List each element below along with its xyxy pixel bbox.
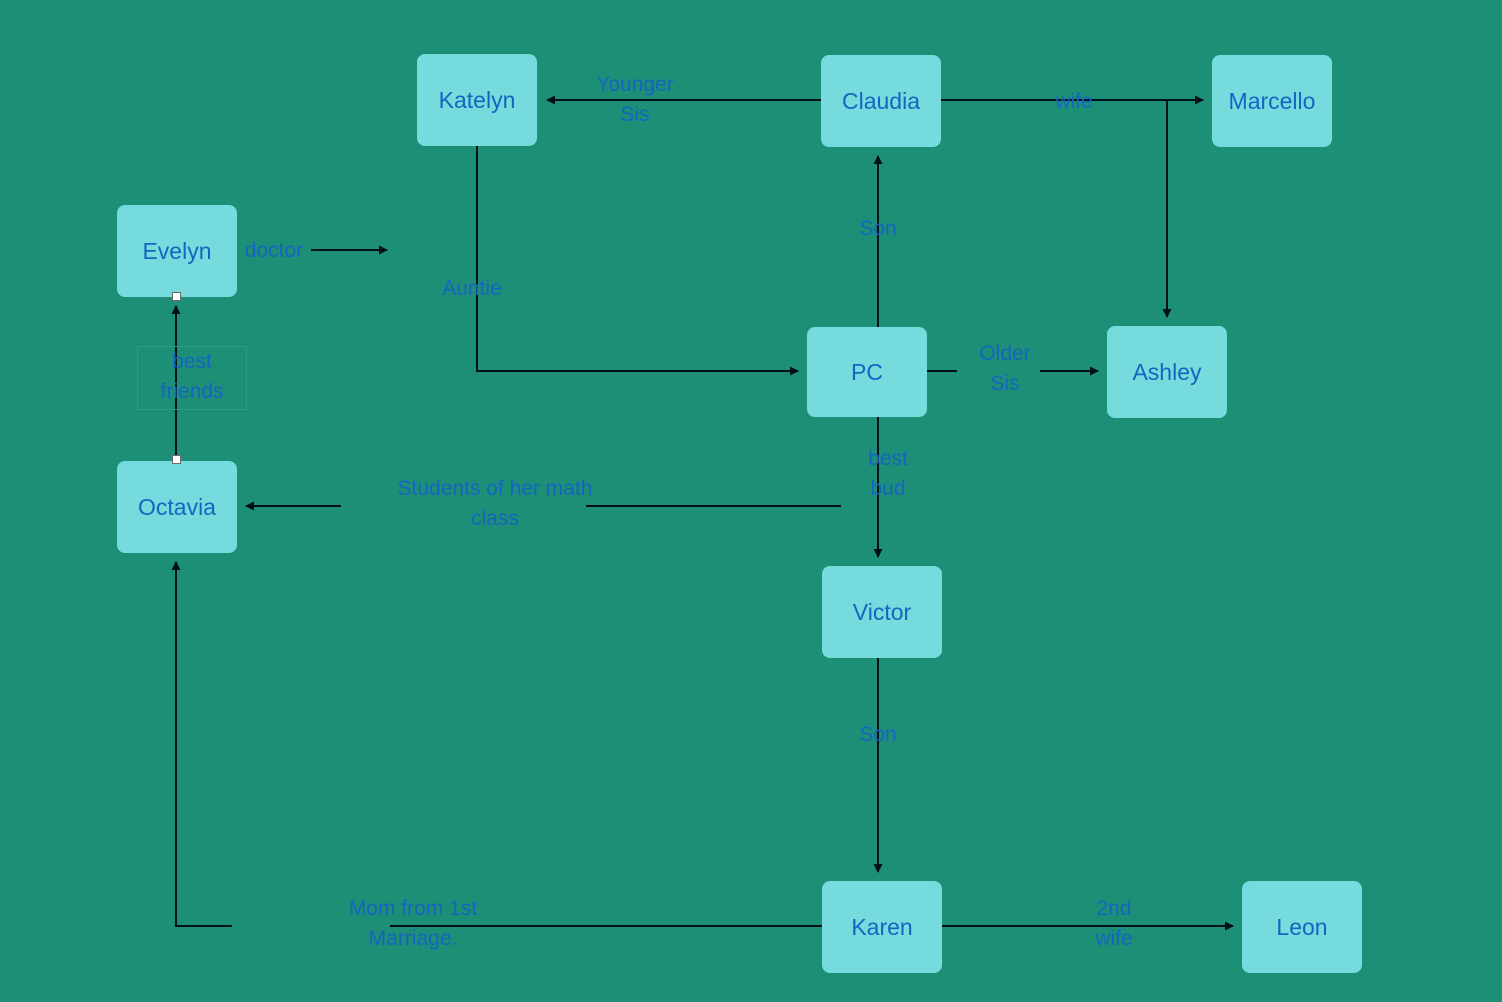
node-octavia[interactable]: Octavia bbox=[117, 461, 237, 553]
edge-label-doctor[interactable]: doctor bbox=[244, 239, 304, 262]
node-label: PC bbox=[851, 358, 883, 385]
node-label: Victor bbox=[852, 598, 912, 625]
edge-label-younger-sis[interactable]: Younger Sis bbox=[596, 73, 674, 127]
edge-label-2nd-wife[interactable]: 2nd wife bbox=[1095, 897, 1133, 951]
node-ashley[interactable]: Ashley bbox=[1107, 326, 1227, 418]
edge-handle-bottom[interactable] bbox=[172, 455, 181, 464]
node-label: Marcello bbox=[1228, 87, 1316, 114]
edge-label-son-victor[interactable]: Son bbox=[859, 723, 897, 746]
edge-label-older-sis[interactable]: Older Sis bbox=[979, 342, 1031, 396]
node-label: Leon bbox=[1276, 913, 1328, 940]
node-karen[interactable]: Karen bbox=[822, 881, 942, 973]
node-claudia[interactable]: Claudia bbox=[821, 55, 941, 147]
node-leon[interactable]: Leon bbox=[1242, 881, 1362, 973]
node-label: Octavia bbox=[138, 493, 216, 520]
node-katelyn[interactable]: Katelyn bbox=[417, 54, 537, 146]
node-label: Karen bbox=[851, 913, 913, 940]
edge-label-auntie[interactable]: Auntie bbox=[442, 277, 502, 300]
node-marcello[interactable]: Marcello bbox=[1212, 55, 1332, 147]
node-label: Katelyn bbox=[438, 86, 516, 113]
edge-katelyn-pc bbox=[476, 146, 799, 376]
edge-karen-octavia-arrow bbox=[171, 561, 232, 927]
node-evelyn[interactable]: Evelyn bbox=[117, 205, 237, 297]
edge-label-mom-from-1st-marriage[interactable]: Mom from 1st Marriage. bbox=[348, 897, 478, 951]
edge-handle-top[interactable] bbox=[172, 292, 181, 301]
node-pc[interactable]: PC bbox=[807, 327, 927, 417]
node-label: Claudia bbox=[842, 87, 920, 114]
edge-label-best-friends[interactable]: best friends bbox=[137, 346, 247, 410]
node-label: Ashley bbox=[1132, 358, 1202, 385]
edge-label-students-of-math-class[interactable]: Students of her math class bbox=[397, 477, 593, 531]
node-victor[interactable]: Victor bbox=[822, 566, 942, 658]
edge-label-best-bud[interactable]: best bud bbox=[868, 447, 908, 501]
node-label: Evelyn bbox=[142, 237, 212, 264]
edge-label-wife[interactable]: wife bbox=[1055, 90, 1093, 113]
edge-label-son-claudia[interactable]: Son bbox=[859, 217, 897, 240]
